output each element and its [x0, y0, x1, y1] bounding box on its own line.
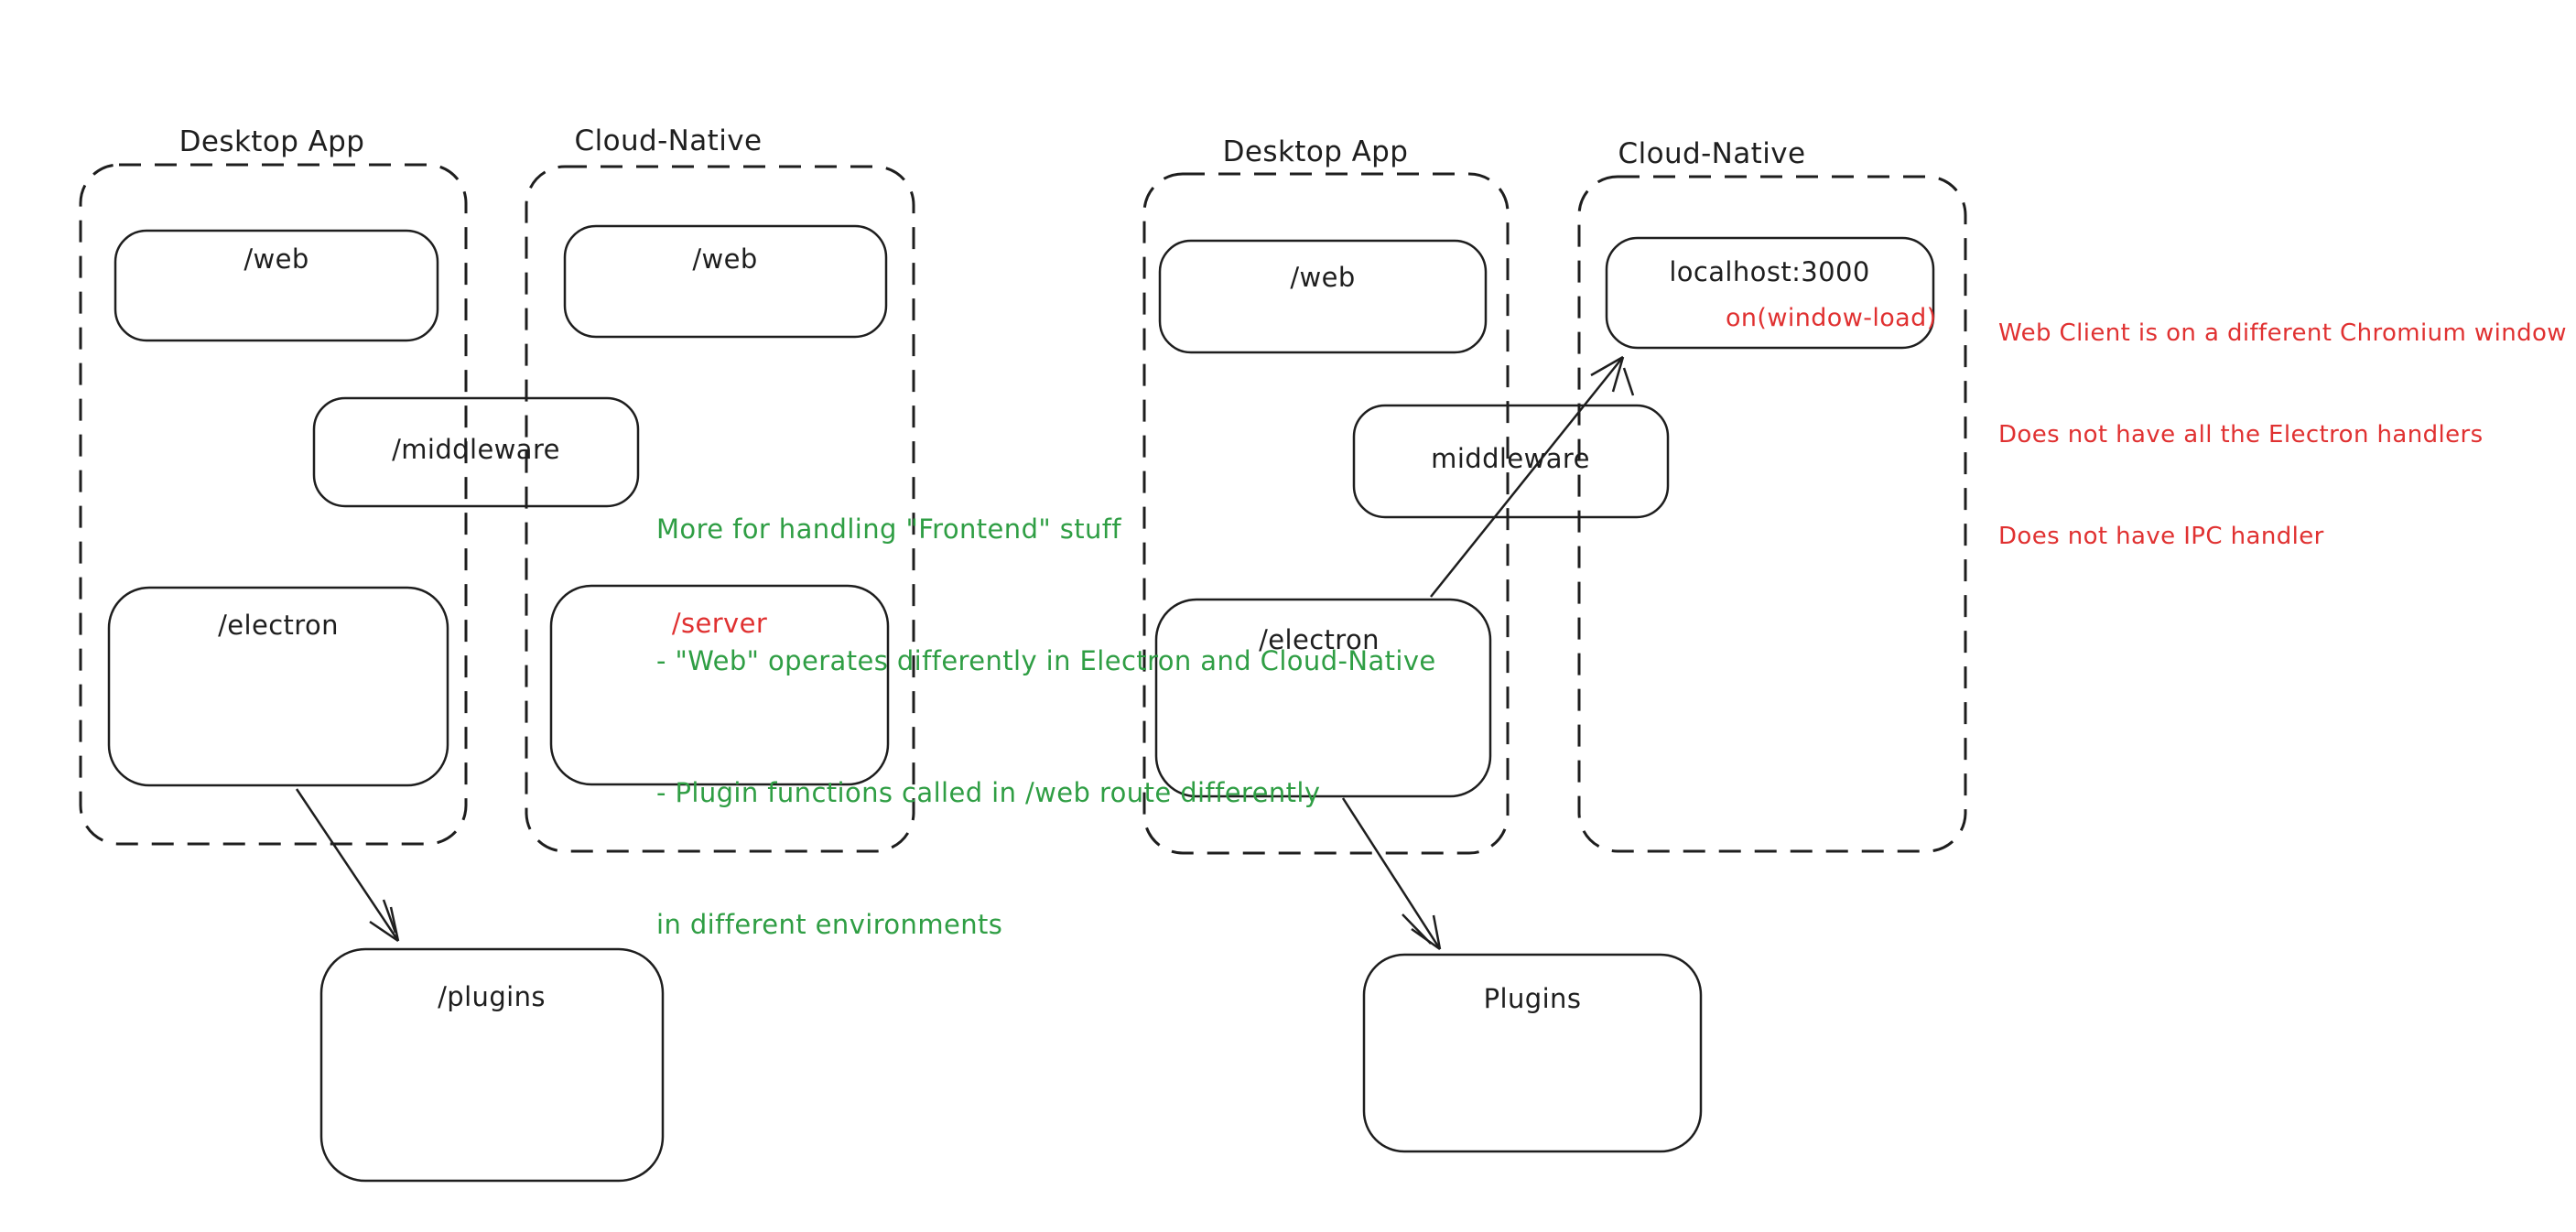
box-localhost-3000	[1605, 236, 1935, 350]
label-plugins-right: Plugins	[1483, 983, 1582, 1014]
label-web-cloud-left: /web	[692, 243, 758, 275]
label-server-left: /server	[671, 608, 768, 639]
arrow-electron-to-plugins-right	[1341, 797, 1442, 951]
label-desktop-app-right: Desktop App	[1222, 135, 1409, 168]
red-annotation-line: Web Client is on a different Chromium wi…	[1998, 319, 2567, 347]
box-electron-left	[107, 586, 449, 787]
label-electron-right: /electron	[1259, 624, 1380, 655]
arrow-electron-to-localhost	[1430, 355, 1635, 598]
label-middleware-right: middleware	[1431, 443, 1590, 474]
box-middleware-left	[312, 396, 640, 508]
label-cloud-native-right: Cloud-Native	[1618, 137, 1806, 170]
label-desktop-app-left: Desktop App	[179, 125, 365, 158]
label-electron-left: /electron	[218, 610, 339, 641]
red-annotation-line: Does not have IPC handler	[1998, 523, 2324, 550]
box-electron-right	[1154, 598, 1492, 798]
box-middleware-right	[1352, 404, 1670, 519]
box-web-desktop-right	[1158, 239, 1488, 354]
green-annotation-line: - "Web" operates differently in Electron…	[656, 645, 1436, 676]
green-annotation: More for handling "Frontend" stuff - "We…	[656, 419, 1436, 1034]
red-annotation-line: Does not have all the Electron handlers	[1998, 421, 2484, 448]
box-web-cloud-left	[563, 224, 888, 339]
box-plugins-right	[1362, 953, 1703, 1153]
box-server-left	[549, 584, 890, 786]
label-web-desktop-left: /web	[244, 243, 309, 275]
label-plugins-left: /plugins	[438, 981, 546, 1012]
label-localhost-3000: localhost:3000	[1669, 256, 1870, 287]
box-web-desktop-left	[114, 229, 439, 342]
green-annotation-line: More for handling "Frontend" stuff	[656, 513, 1122, 545]
container-cloud-native-right	[1577, 175, 1967, 853]
label-middleware-left: /middleware	[392, 434, 560, 465]
label-web-desktop-right: /web	[1290, 262, 1356, 293]
container-desktop-app-right	[1142, 172, 1510, 855]
arrow-electron-to-plugins-left	[295, 788, 400, 943]
red-annotation: Web Client is on a different Chromium wi…	[1998, 249, 2567, 621]
green-annotation-line: - Plugin functions called in /web route …	[656, 777, 1321, 808]
label-cloud-native-left: Cloud-Native	[574, 124, 763, 157]
box-plugins-left	[319, 947, 665, 1183]
container-desktop-app-left	[79, 163, 468, 846]
label-on-window-load: on(window-load)	[1726, 304, 1937, 332]
green-annotation-line: in different environments	[656, 909, 1003, 940]
container-cloud-native-left	[525, 165, 915, 853]
